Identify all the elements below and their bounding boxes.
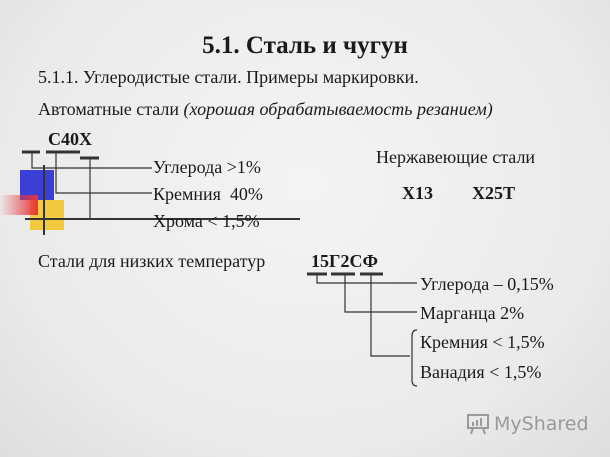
automatic-heading: Автоматные стали (хорошая обрабатываемос… xyxy=(38,100,493,118)
presentation-board-icon xyxy=(467,414,489,435)
stainless-heading: Нержавеющие стали xyxy=(376,147,536,167)
stainless-grade: Х25Т xyxy=(472,183,516,203)
auto-item: Углерода >1% xyxy=(153,157,261,177)
auto-item: Кремния 40% xyxy=(153,184,263,204)
logo-text: MyShared xyxy=(494,413,589,435)
lowtemp-item: Марганца 2% xyxy=(420,303,525,323)
myshared-logo: MyShared xyxy=(466,412,589,436)
subtitle: 5.1.1. Углеродистые стали. Примеры марки… xyxy=(38,67,419,87)
lowtemp-item: Углерода – 0,15% xyxy=(420,274,554,294)
automatic-note: (хорошая обрабатываемость резанием) xyxy=(183,99,493,119)
lowtemp-item: Ванадия < 1,5% xyxy=(420,362,542,382)
auto-item: Хрома < 1,5% xyxy=(153,211,260,231)
slide-title: 5.1. Сталь и чугун xyxy=(202,32,408,59)
lowtemp-heading: Стали для низких температур xyxy=(38,251,266,271)
stainless-grade: Х13 xyxy=(402,183,433,203)
lowtemp-item: Кремния < 1,5% xyxy=(420,332,545,352)
automatic-heading-text: Автоматные стали xyxy=(38,99,180,119)
grade-15g2sf: 15Г2СФ xyxy=(311,251,378,271)
grade-c40x: С40Х xyxy=(48,129,92,149)
red-bar xyxy=(0,195,38,215)
